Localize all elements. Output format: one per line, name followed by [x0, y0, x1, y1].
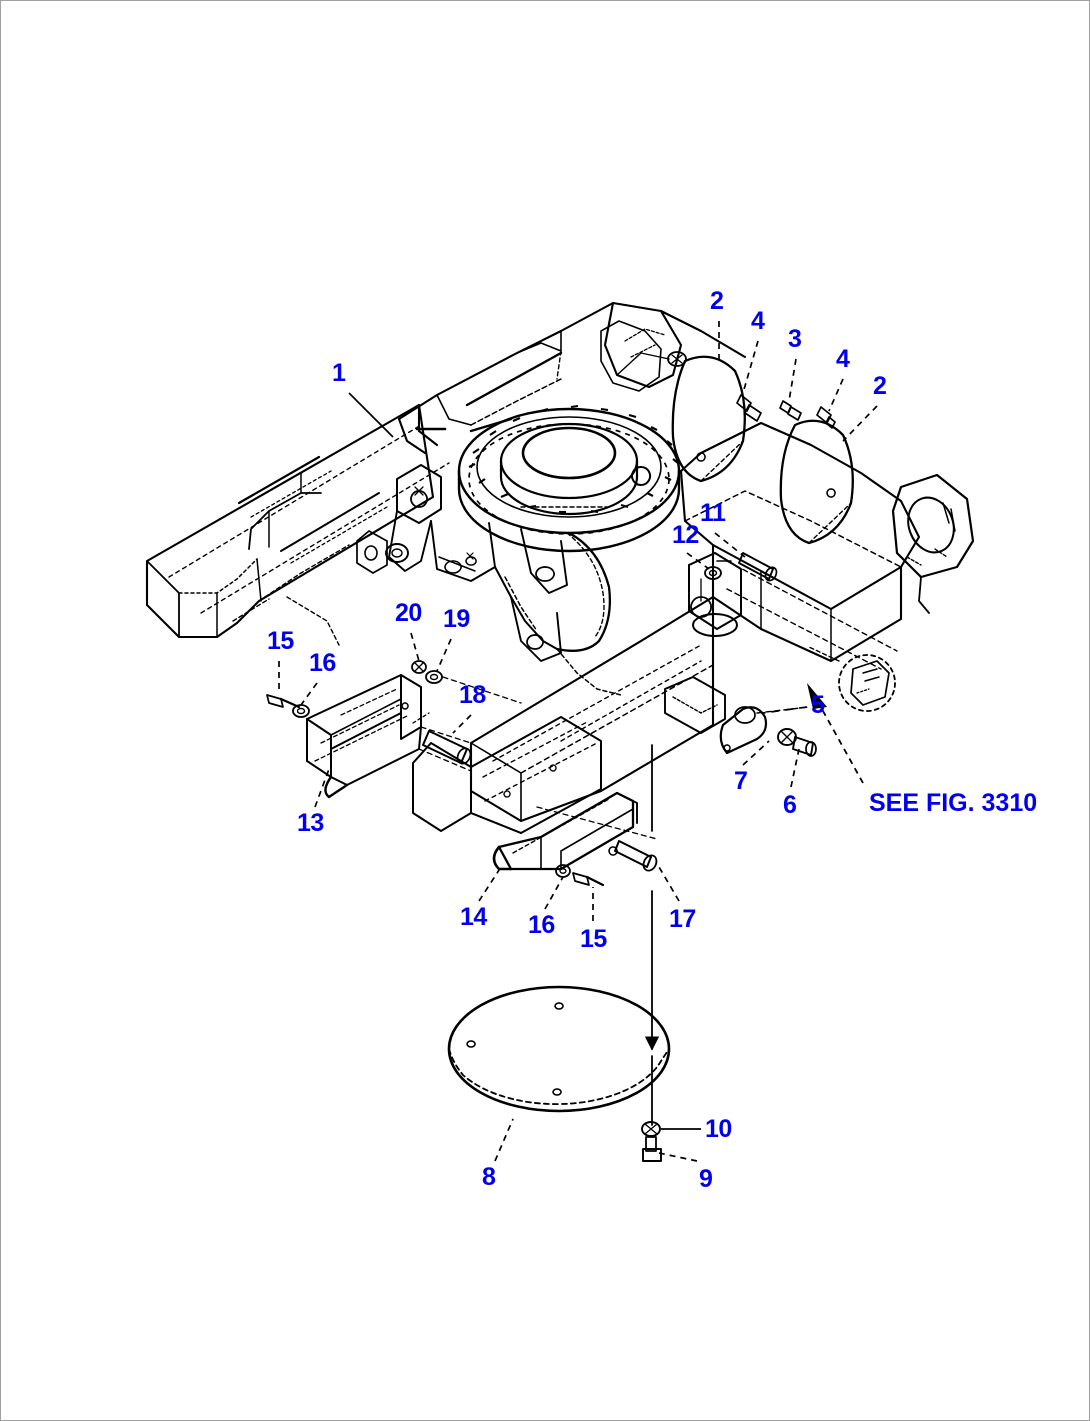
bolt-20 [411, 660, 427, 674]
see-fig-note: SEE FIG. 3310 [869, 789, 1038, 817]
fastener-4b [816, 406, 836, 429]
cylinder-5 [719, 706, 810, 755]
fastener-4a [736, 394, 762, 422]
callout-11: 11 [700, 499, 726, 527]
left-sprocket-housing [600, 320, 662, 392]
callout-4a: 4 [751, 307, 765, 335]
callout-7: 7 [734, 767, 748, 795]
callout-12: 12 [672, 521, 699, 549]
right-idler-housing [891, 473, 975, 614]
callout-17: 17 [669, 905, 696, 933]
left-track-frame [145, 403, 450, 639]
callout-16b: 16 [528, 911, 555, 939]
callout-1: 1 [332, 359, 346, 387]
callout-14: 14 [460, 903, 487, 931]
cover-plate-2a [671, 355, 746, 483]
callout-leaders [278, 321, 878, 1162]
bolt-17 [608, 840, 658, 872]
washer-19 [425, 670, 443, 684]
callout-5: 5 [811, 691, 825, 719]
callout-10: 10 [705, 1115, 732, 1143]
right-frame-body [469, 421, 921, 823]
lower-track-rail-14 [412, 716, 658, 871]
callout-4b: 4 [836, 345, 850, 373]
callout-20: 20 [395, 599, 422, 627]
undercarriage-drawing [145, 301, 975, 1162]
washer-12 [704, 566, 722, 580]
callout-18: 18 [459, 681, 486, 709]
detail-circle-3310 [808, 646, 896, 712]
bolt-15-left [266, 694, 301, 709]
washer-16-left [292, 704, 310, 718]
undercover-plate-8 [447, 985, 671, 1113]
callout-6: 6 [783, 791, 797, 819]
callout-15a: 15 [267, 627, 294, 655]
bolt-15-lower [572, 872, 605, 887]
swing-circle-bearing [457, 404, 681, 553]
callout-2b: 2 [873, 372, 887, 400]
bolt-6 [792, 736, 817, 757]
see-fig-arrow [807, 683, 864, 784]
callout-19: 19 [443, 605, 470, 633]
callout-8: 8 [482, 1163, 496, 1191]
fastener-3 [779, 400, 802, 421]
callout-9: 9 [699, 1165, 713, 1193]
side-guard-13 [306, 674, 472, 799]
center-frame [397, 301, 747, 455]
callout-3: 3 [788, 325, 802, 353]
spacer-18 [422, 730, 472, 765]
callout-13: 13 [297, 809, 324, 837]
callout-2a: 2 [710, 287, 724, 315]
nut-10 [641, 1121, 661, 1137]
pin-11 [738, 552, 778, 582]
callout-16a: 16 [309, 649, 336, 677]
bolt-9 [642, 1136, 662, 1162]
callout-15b: 15 [580, 925, 607, 953]
misc-brackets [232, 464, 622, 696]
cover-plate-2b [779, 419, 854, 545]
